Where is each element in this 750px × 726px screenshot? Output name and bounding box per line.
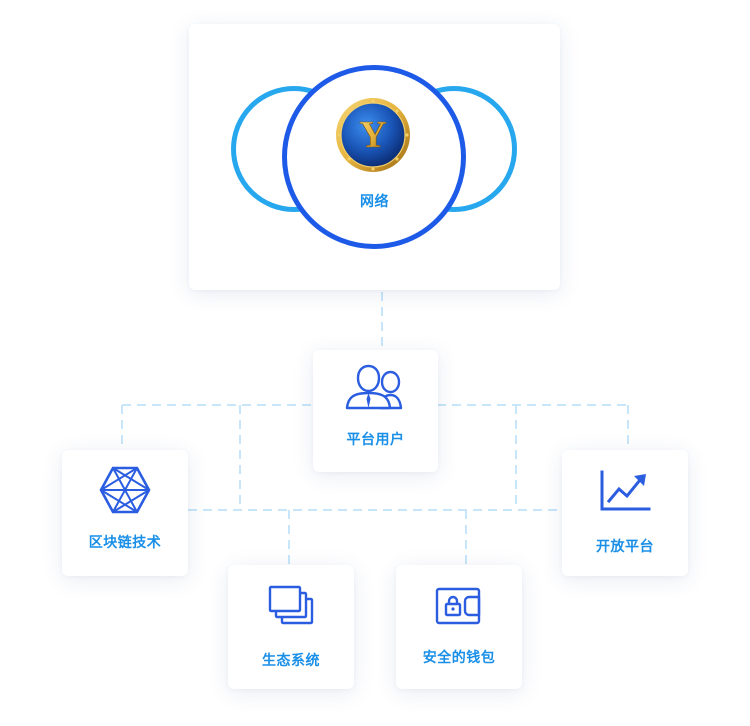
y-coin-logo: Y [336, 98, 410, 172]
open-platform-card: 开放平台 [562, 450, 688, 576]
wallet-card: 安全的钱包 [396, 565, 522, 689]
users-icon [345, 364, 402, 410]
platform-users-card: 平台用户 [313, 350, 438, 472]
wallet-lock-icon [435, 587, 481, 625]
network-label: 网络 [360, 194, 389, 210]
coin-letter: Y [359, 114, 386, 156]
ecosystem-label: 生态系统 [262, 653, 320, 669]
ecosystem-card: 生态系统 [228, 565, 354, 689]
blockchain-card: 区块链技术 [62, 450, 188, 576]
stacked-windows-icon [268, 585, 314, 625]
wallet-label: 安全的钱包 [422, 650, 496, 666]
trend-chart-icon [600, 470, 651, 511]
blockchain-label: 区块链技术 [88, 535, 162, 551]
platform-users-label: 平台用户 [346, 432, 405, 448]
network-card: Y 网络 [189, 24, 560, 290]
hexagon-network-icon [99, 466, 151, 514]
open-platform-label: 开放平台 [596, 539, 654, 555]
